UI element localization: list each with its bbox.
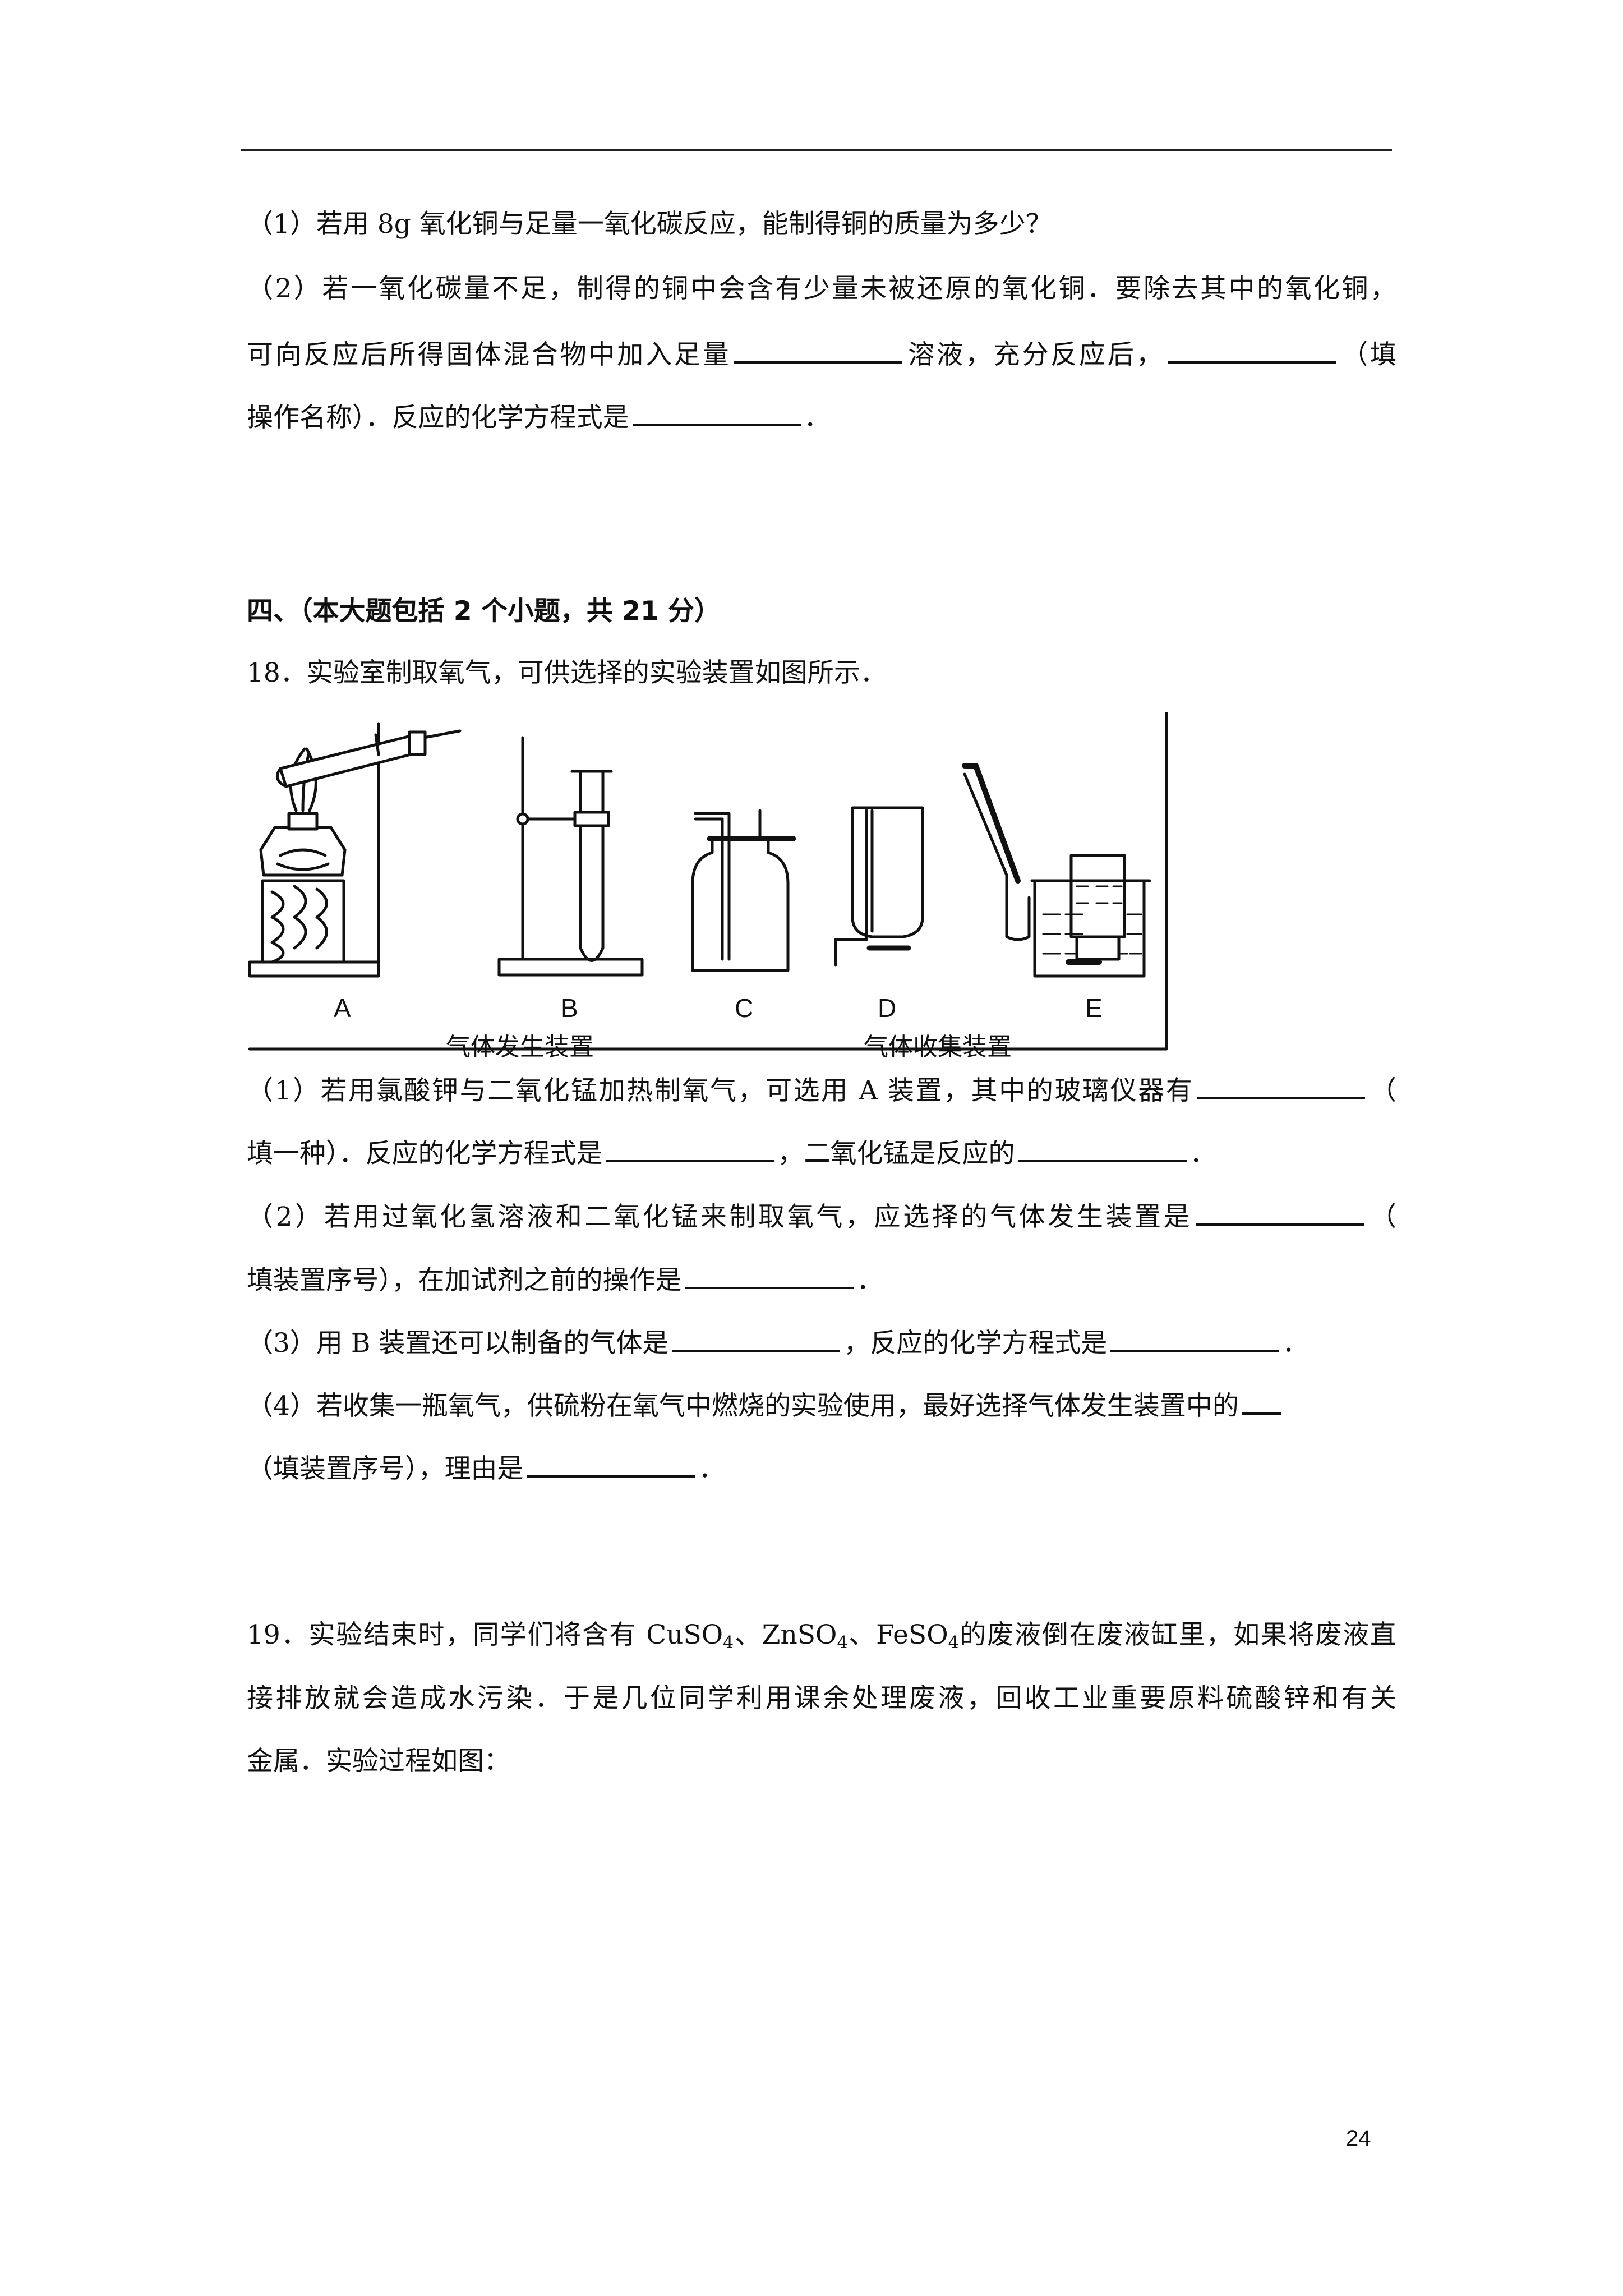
q18-part1-line2: 填一种）．反应的化学方程式是，二氧化锰是反应的． — [247, 1134, 1396, 1171]
answer-blank[interactable] — [1168, 335, 1336, 364]
answer-blank[interactable] — [1242, 1387, 1281, 1415]
answer-blank[interactable] — [685, 1261, 854, 1289]
label-c: C — [735, 993, 754, 1023]
q19-line3: 金属．实验过程如图： — [247, 1746, 510, 1777]
q19-line1: 19．实验结束时，同学们将含有 CuSO4、ZnSO4、FeSO4的废液倒在废液… — [247, 1619, 1396, 1653]
q18-part4-line1: （4）若收集一瓶氧气，供硫粉在氧气中燃烧的实验使用，最好选择气体发生装置中的 — [247, 1387, 1396, 1423]
answer-blank[interactable] — [1110, 1324, 1279, 1352]
q18-part3: （3）用 B 装置还可以制备的气体是，反应的化学方程式是． — [247, 1324, 1396, 1360]
label-a: A — [334, 993, 351, 1023]
q17-part2-line3: 操作名称）．反应的化学方程式是． — [247, 398, 1396, 435]
page-number: 24 — [1346, 2126, 1371, 2151]
q17-part2-line1: （2）若一氧化碳量不足，制得的铜中会含有少量未被还原的氧化铜．要除去其中的氧化铜… — [247, 273, 1396, 304]
caption-generation: 气体发生装置 — [446, 1033, 594, 1061]
answer-blank[interactable] — [606, 1134, 774, 1162]
answer-blank[interactable] — [1197, 1071, 1366, 1099]
caption-collection: 气体收集装置 — [864, 1033, 1012, 1061]
q18-part2-line2: 填装置序号），在加试剂之前的操作是． — [247, 1261, 1396, 1297]
label-e: E — [1085, 993, 1103, 1023]
q18-part1-line1: （1）若用氯酸钾与二氧化锰加热制氧气，可选用 A 装置，其中的玻璃仪器有（ — [247, 1071, 1396, 1108]
apparatus-d — [834, 806, 924, 967]
section-heading: 四、（本大题包括 2 个小题，共 21 分） — [247, 596, 721, 627]
apparatus-c — [691, 809, 796, 972]
answer-blank[interactable] — [1196, 1198, 1364, 1226]
answer-blank[interactable] — [1018, 1134, 1187, 1162]
apparatus-a — [248, 722, 462, 978]
answer-blank[interactable] — [632, 398, 801, 426]
answer-blank[interactable] — [734, 335, 903, 364]
apparatus-e — [962, 763, 1151, 978]
apparatus-b — [497, 736, 644, 977]
q18-part4-line2: （填装置序号），理由是． — [247, 1450, 1396, 1486]
q18-stem: 18．实验室制取氧气，可供选择的实验装置如图所示． — [247, 657, 887, 688]
label-b: B — [561, 993, 578, 1023]
q18-part2-line1: （2）若用过氧化氢溶液和二氧化锰来制取氧气，应选择的气体发生装置是（ — [247, 1198, 1396, 1234]
apparatus-drawing — [248, 711, 1168, 1051]
answer-blank[interactable] — [527, 1450, 695, 1478]
q19-line2: 接排放就会造成水污染．于是几位同学利用课余处理废液，回收工业重要原料硫酸锌和有关 — [247, 1683, 1396, 1714]
q17-part2-line2: 可向反应后所得固体混合物中加入足量溶液，充分反应后，（填 — [247, 335, 1396, 372]
header-rule — [241, 149, 1392, 151]
label-d: D — [878, 993, 897, 1023]
q17-part1: （1）若用 8g 氧化铜与足量一氧化碳反应，能制得铜的质量为多少？ — [247, 209, 1052, 240]
answer-blank[interactable] — [672, 1324, 841, 1352]
apparatus-figure: A B C D E 气体发生装置 气体收集装置 — [247, 711, 1169, 1061]
